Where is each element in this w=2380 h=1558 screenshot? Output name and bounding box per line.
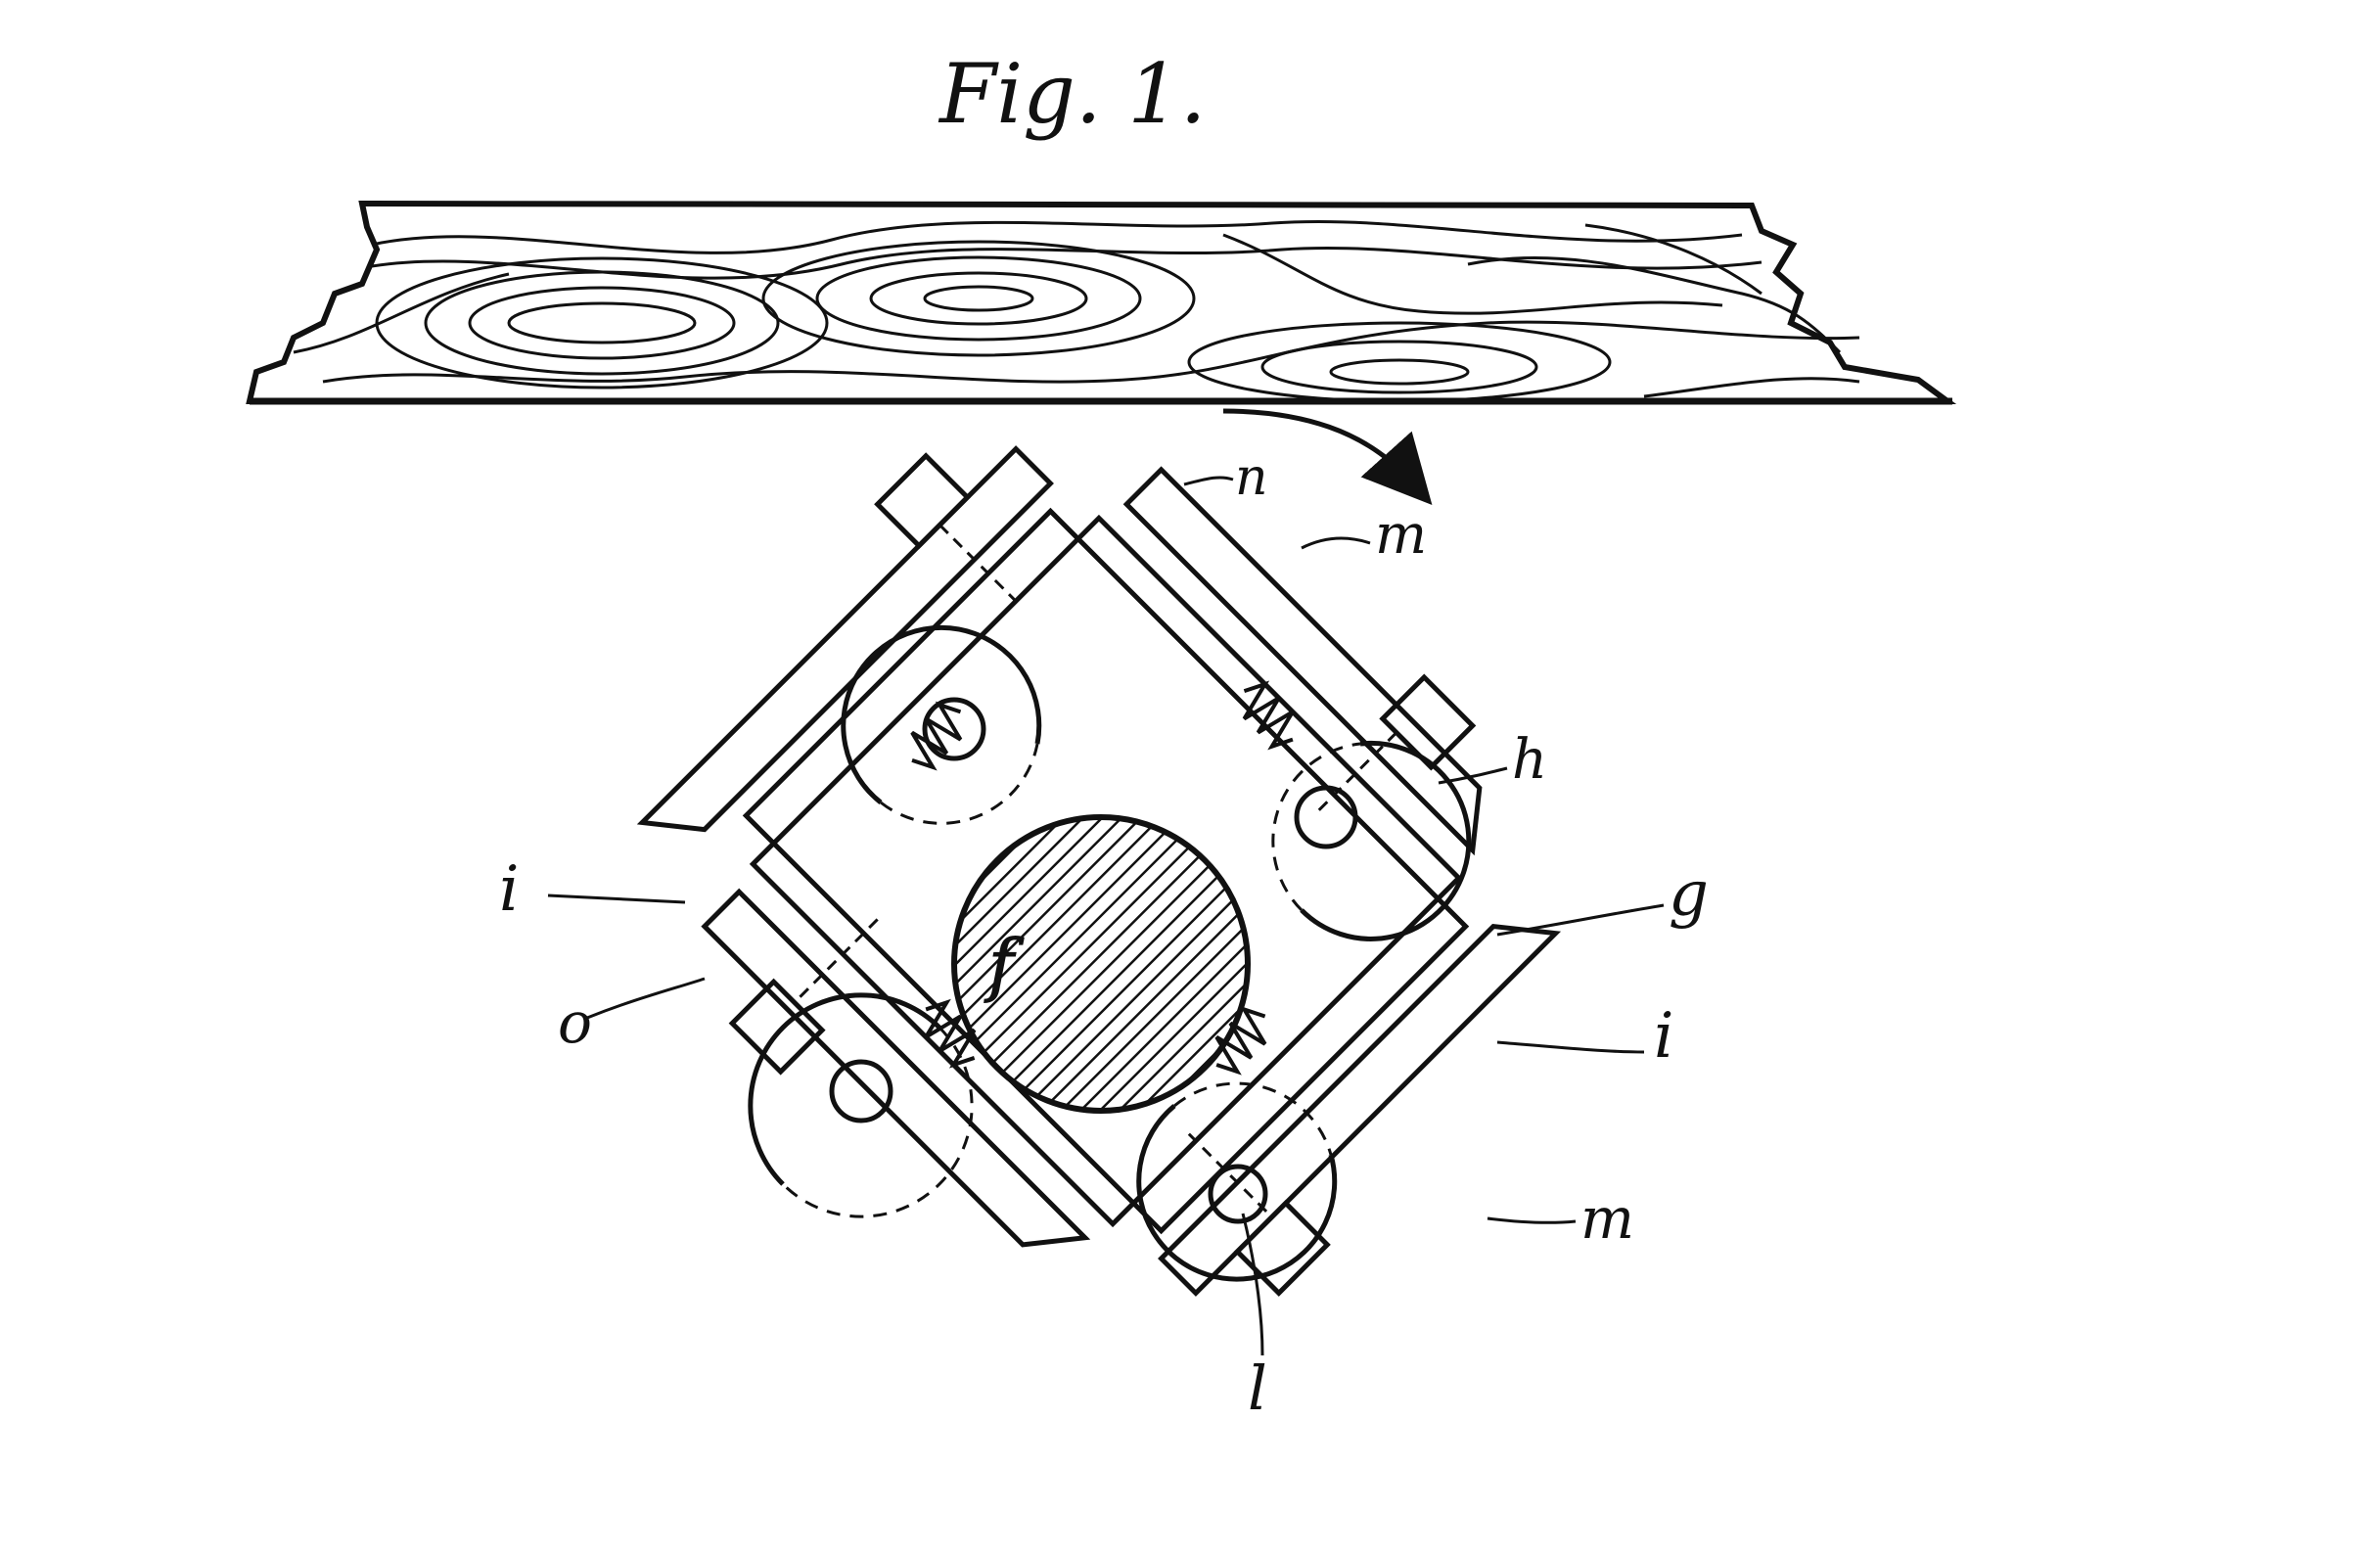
wood-board (246, 200, 1957, 405)
roller-bottom-left (748, 992, 974, 1218)
bolt-right (1187, 1132, 1331, 1297)
label-g: g (1669, 858, 1709, 931)
bolt-bottom (728, 918, 879, 1076)
label-h: h (1512, 728, 1547, 792)
rollers (748, 624, 1472, 1282)
label-m-top: m (1375, 503, 1427, 567)
curved-arrow-icon (1222, 408, 1433, 506)
label-i-right: i (1654, 1000, 1673, 1073)
roller-bottom-right (1136, 1081, 1338, 1282)
roller-top-right (1271, 740, 1472, 941)
roller-top-left (841, 624, 1042, 825)
label-m-right: m (1580, 1185, 1634, 1252)
central-shaft (951, 814, 1251, 1114)
springs (910, 680, 1295, 1076)
wood-grain (293, 220, 1860, 403)
label-o: o (558, 989, 592, 1056)
leader-lines (547, 476, 1665, 1356)
bolt-left (874, 452, 1025, 610)
label-n: n (1235, 448, 1268, 507)
label-l: l (1248, 1352, 1267, 1424)
label-i-left: i (499, 853, 519, 926)
figure-title: Fig. 1. (938, 46, 1206, 142)
